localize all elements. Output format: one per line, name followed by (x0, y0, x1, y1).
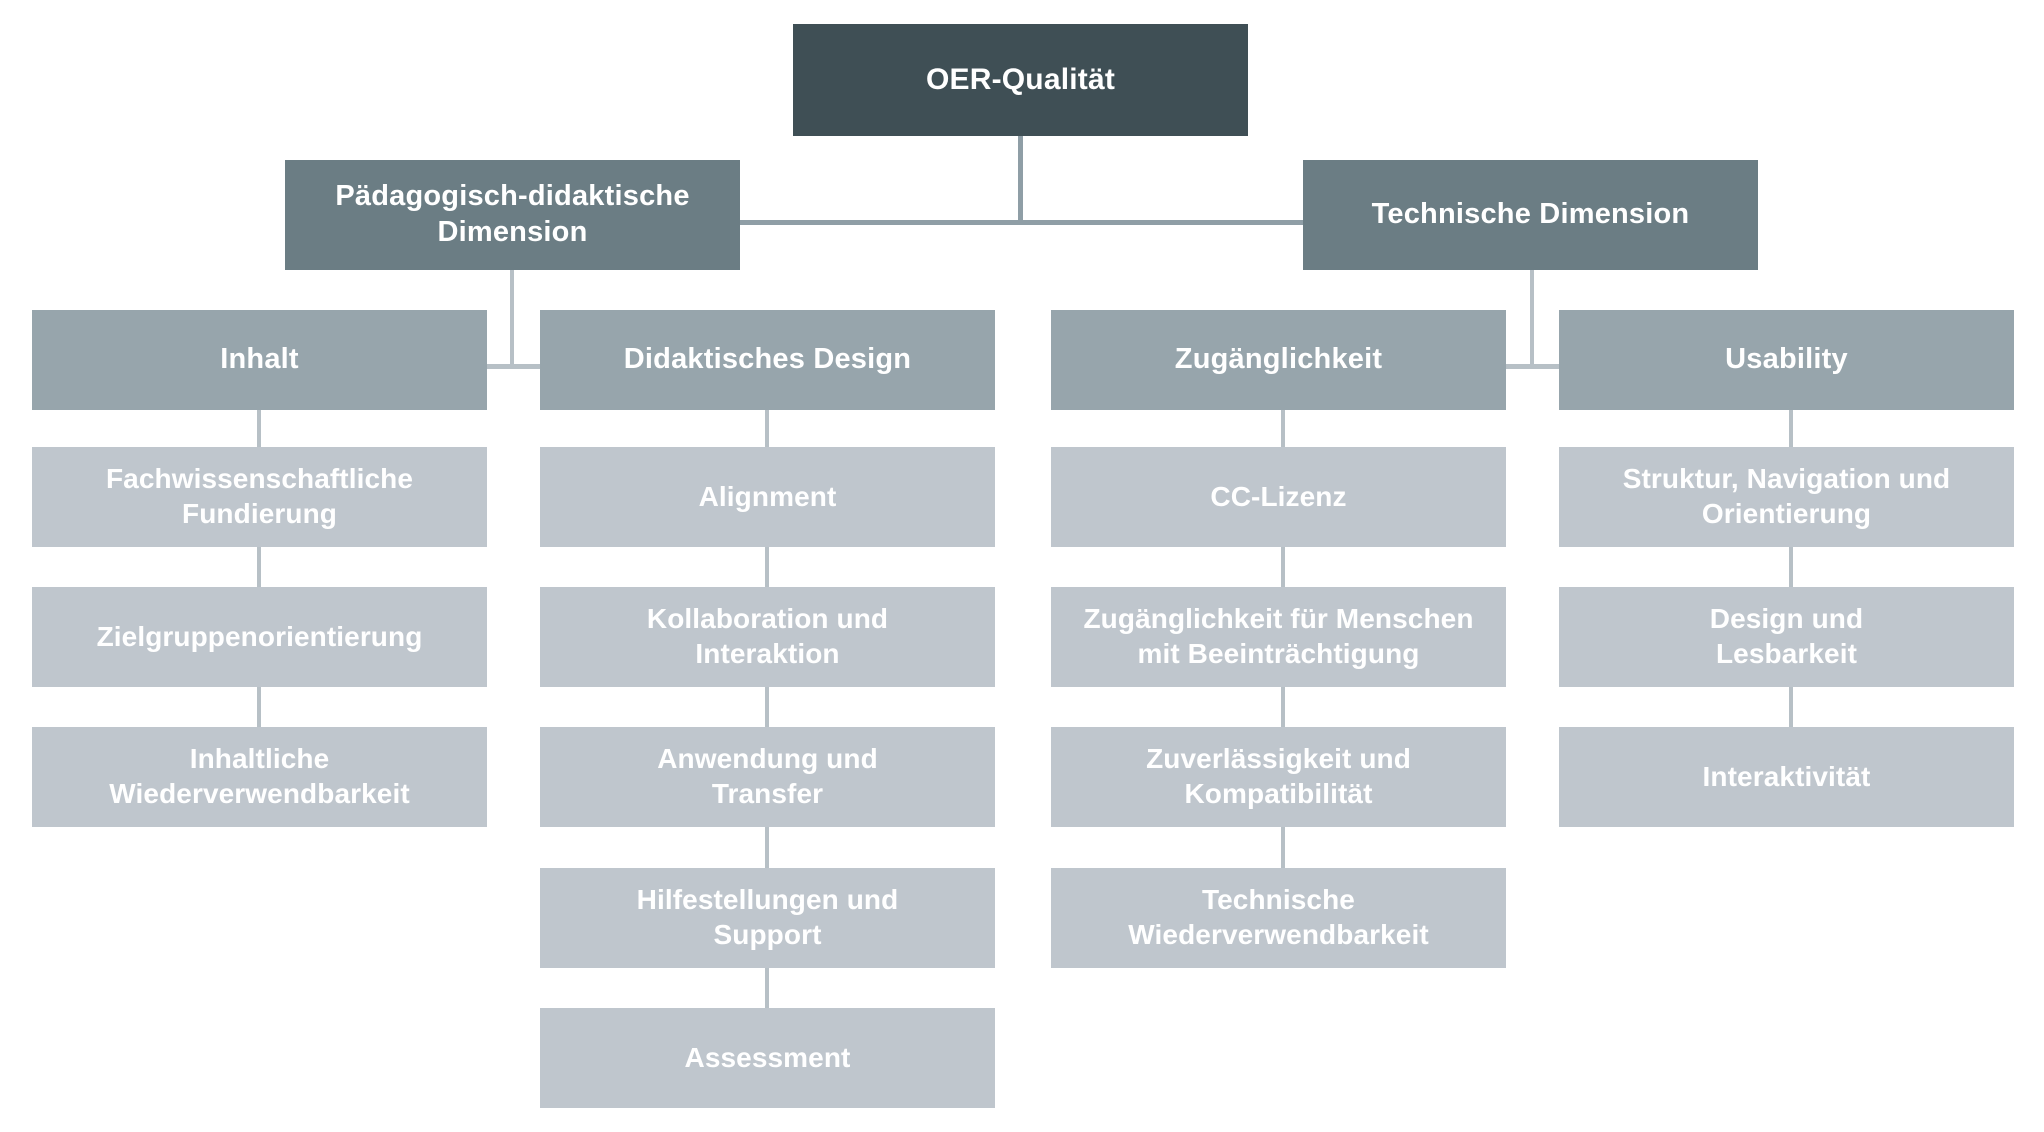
node-interaktivitaet[interactable]: Interaktivität (1559, 727, 2014, 827)
node-zielgruppenorientierung[interactable]: Zielgruppenorientierung (32, 587, 487, 687)
node-alignment[interactable]: Alignment (540, 447, 995, 547)
node-inhalt[interactable]: Inhalt (32, 310, 487, 410)
node-assessment[interactable]: Assessment (540, 1008, 995, 1108)
node-zuverlaessigkeit-und-kompatibilitaet[interactable]: Zuverlässigkeit und Kompatibilität (1051, 727, 1506, 827)
node-zugaenglichkeit[interactable]: Zugänglichkeit (1051, 310, 1506, 410)
node-fachwissenschaftliche-fundierung[interactable]: Fachwissenschaftliche Fundierung (32, 447, 487, 547)
node-kollaboration-und-interaktion[interactable]: Kollaboration und Interaktion (540, 587, 995, 687)
node-hilfestellungen-und-support[interactable]: Hilfestellungen und Support (540, 868, 995, 968)
connector-technisch-stem (1530, 270, 1534, 368)
node-design-und-lesbarkeit[interactable]: Design und Lesbarkeit (1559, 587, 2014, 687)
node-cc-lizenz[interactable]: CC-Lizenz (1051, 447, 1506, 547)
connector-paedagogisch-children-bar (257, 364, 765, 369)
node-oer-qualitaet[interactable]: OER-Qualität (793, 24, 1248, 136)
node-inhaltliche-wiederverwendbarkeit[interactable]: Inhaltliche Wiederverwendbarkeit (32, 727, 487, 827)
connector-root-stem (1018, 136, 1023, 222)
node-didaktisches-design[interactable]: Didaktisches Design (540, 310, 995, 410)
node-paedagogisch-didaktische-dimension[interactable]: Pädagogisch-didaktische Dimension (285, 160, 740, 270)
node-usability[interactable]: Usability (1559, 310, 2014, 410)
node-anwendung-und-transfer[interactable]: Anwendung und Transfer (540, 727, 995, 827)
node-technische-wiederverwendbarkeit[interactable]: Technische Wiederverwendbarkeit (1051, 868, 1506, 968)
connector-dimension-bar (512, 220, 1518, 225)
node-struktur-navigation-und-orientierung[interactable]: Struktur, Navigation und Orientierung (1559, 447, 2014, 547)
node-technische-dimension[interactable]: Technische Dimension (1303, 160, 1758, 270)
connector-technisch-children-bar (1281, 364, 1789, 369)
node-zugaenglichkeit-fuer-menschen-mit-beeintraechtigung[interactable]: Zugänglichkeit für Menschen mit Beeinträ… (1051, 587, 1506, 687)
connector-paedagogisch-stem (510, 270, 514, 368)
